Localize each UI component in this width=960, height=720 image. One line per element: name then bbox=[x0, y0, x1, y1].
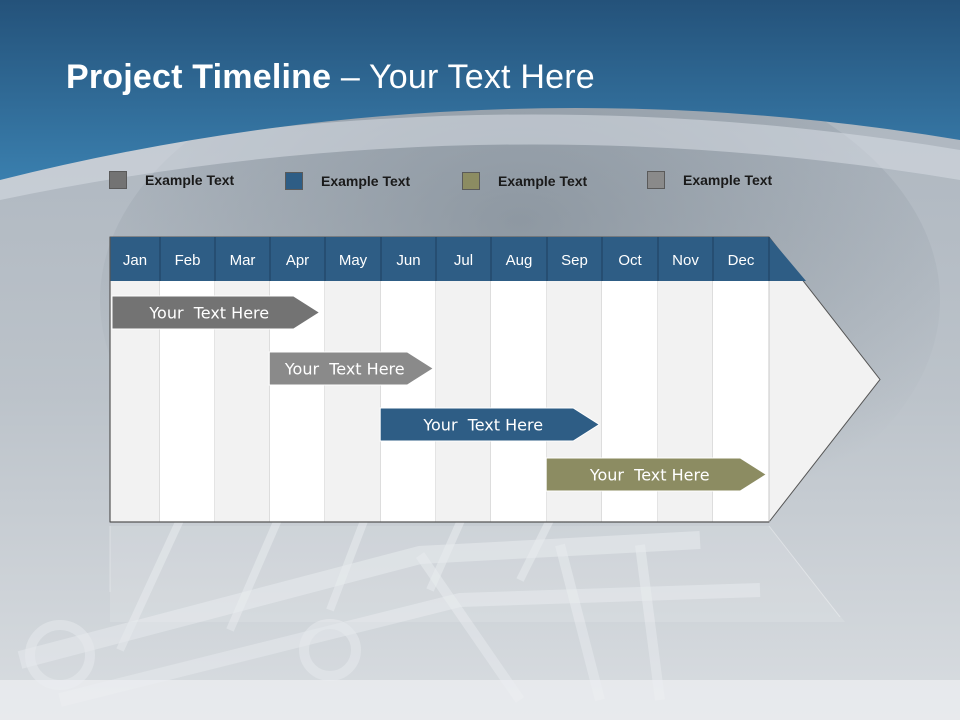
title-banner bbox=[0, 0, 960, 180]
reflection-edge-right bbox=[768, 525, 841, 618]
month-label-mar: Mar bbox=[230, 252, 256, 269]
month-label-apr: Apr bbox=[286, 252, 309, 269]
month-column-may bbox=[325, 281, 381, 522]
task-label-2: Your Text Here bbox=[284, 360, 405, 379]
task-bar-1 bbox=[111, 295, 321, 330]
month-label-jul: Jul bbox=[454, 252, 473, 269]
month-label-jan: Jan bbox=[123, 252, 147, 269]
task-bar-4 bbox=[545, 457, 768, 492]
legend-swatch-3 bbox=[462, 172, 480, 190]
legend-label-2: Example Text bbox=[321, 173, 411, 189]
month-label-feb: Feb bbox=[175, 252, 201, 269]
legend-swatch-2 bbox=[285, 172, 303, 190]
legend-item-2: Example Text bbox=[285, 171, 410, 191]
month-label-sep: Sep bbox=[561, 252, 588, 269]
timeline-reflection bbox=[110, 526, 845, 622]
legend-item-1: Example Text bbox=[109, 170, 234, 190]
month-column-jul bbox=[436, 281, 491, 522]
month-column-aug bbox=[491, 281, 547, 522]
banner-light-arc bbox=[0, 114, 960, 200]
month-label-aug: Aug bbox=[506, 252, 533, 269]
task-bar-2 bbox=[268, 351, 435, 386]
legend-swatch-1 bbox=[109, 171, 127, 189]
month-label-dec: Dec bbox=[728, 252, 755, 269]
page-title: Project Timeline – Your Text Here bbox=[66, 58, 595, 97]
month-label-nov: Nov bbox=[672, 252, 699, 269]
task-label-1: Your Text Here bbox=[148, 304, 269, 323]
month-label-may: May bbox=[339, 252, 368, 269]
month-header-band bbox=[110, 237, 806, 281]
month-label-jun: Jun bbox=[396, 252, 420, 269]
legend-swatch-4 bbox=[647, 171, 665, 189]
legend-item-3: Example Text bbox=[462, 171, 587, 191]
month-column-jun bbox=[381, 281, 436, 522]
legend-label-1: Example Text bbox=[145, 172, 235, 188]
month-label-oct: Oct bbox=[618, 252, 642, 269]
title-bold-part: Project Timeline bbox=[66, 58, 332, 96]
task-label-4: Your Text Here bbox=[589, 466, 710, 485]
task-bar-3 bbox=[379, 407, 601, 442]
legend-item-4: Example Text bbox=[647, 170, 772, 190]
legend-label-4: Example Text bbox=[683, 172, 773, 188]
title-rest-part: – Your Text Here bbox=[331, 58, 595, 96]
bottom-glare bbox=[0, 680, 960, 720]
legend-label-3: Example Text bbox=[498, 173, 588, 189]
task-label-3: Your Text Here bbox=[422, 416, 543, 435]
